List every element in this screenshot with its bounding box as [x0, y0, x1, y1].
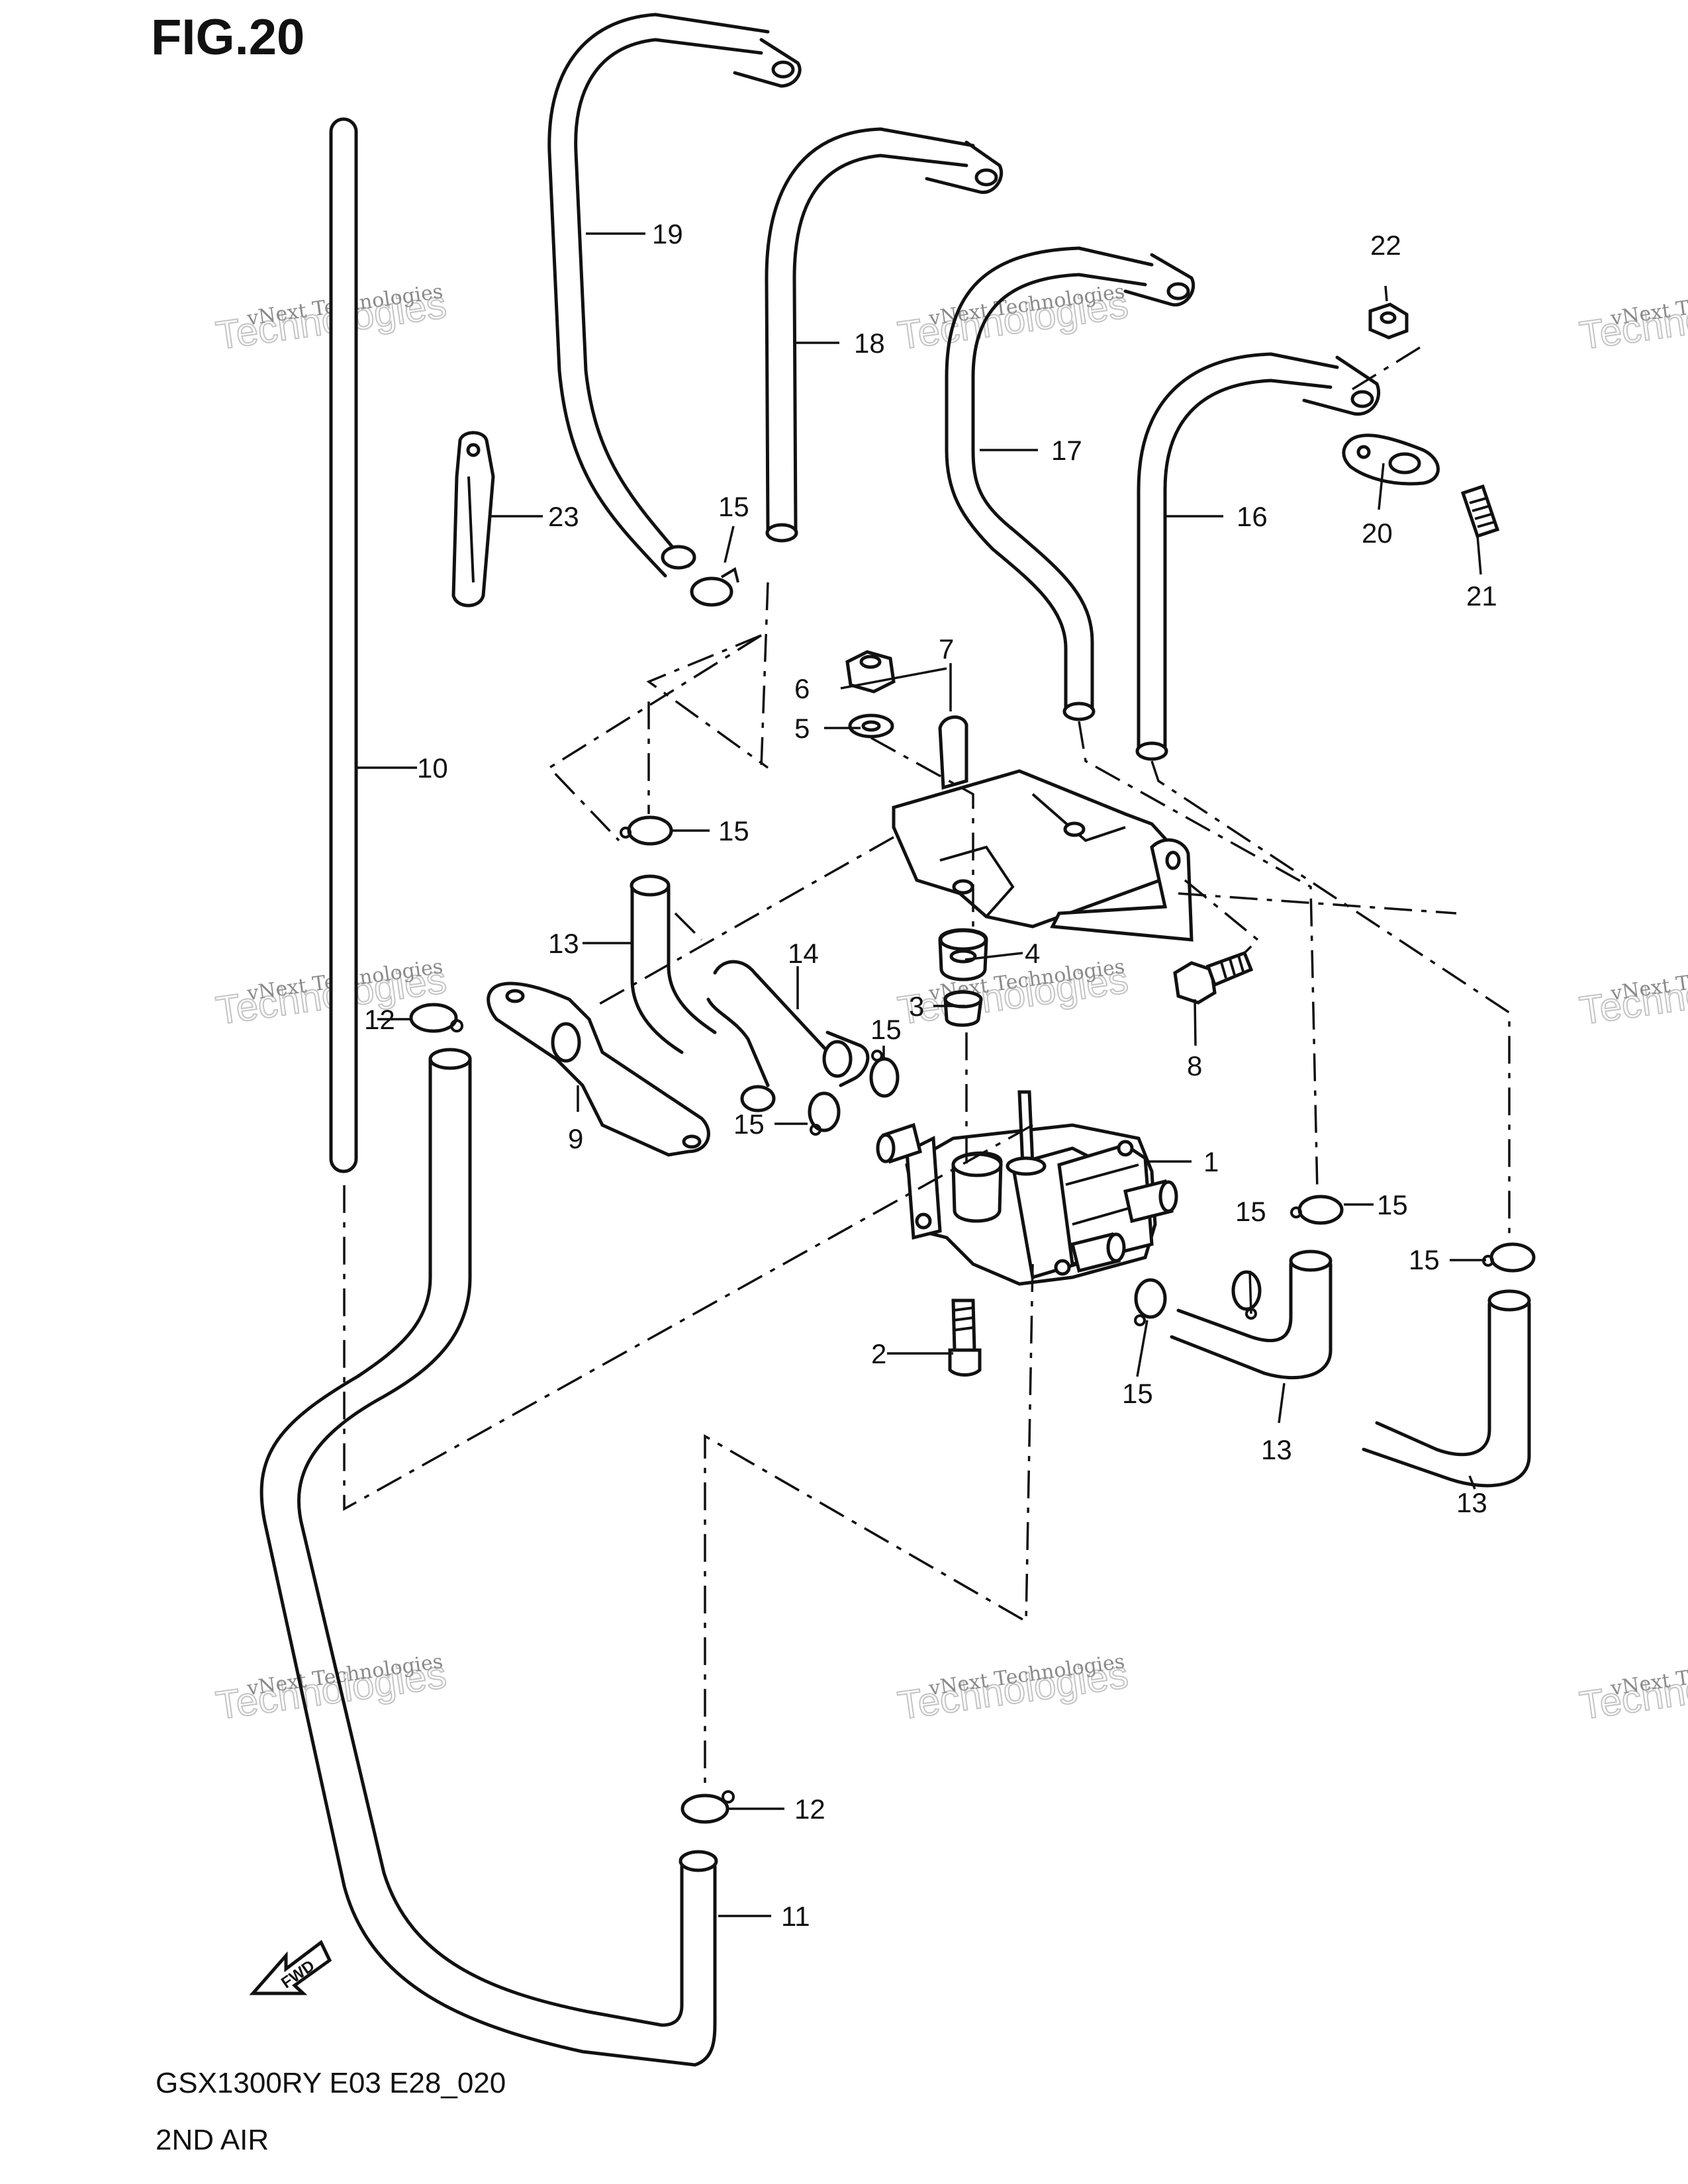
callout-13-right-b: 13 [1456, 1487, 1487, 1518]
callout-5: 5 [794, 713, 810, 744]
callout-19: 19 [652, 218, 683, 250]
part-9-bracket [487, 981, 710, 1157]
callout-15-right-c: 15 [1409, 1244, 1440, 1275]
part-5-washer [848, 713, 894, 739]
part-22-nut [1368, 302, 1409, 340]
callout-17: 17 [1051, 435, 1082, 466]
watermark-5: Technologies vNext Technologies [894, 955, 1131, 1034]
watermark-7: Technologies vNext Technologies [212, 1650, 449, 1729]
watermark-3: Technologies vNext Technologies [1576, 280, 1688, 359]
callout-16: 16 [1237, 501, 1268, 532]
clamp-15-h [1482, 1242, 1536, 1273]
callout-13-upper: 13 [548, 928, 579, 959]
part-17-hose [945, 246, 1196, 721]
callout-21: 21 [1466, 580, 1497, 612]
callout-15-right-a: 15 [1235, 1196, 1266, 1227]
callout-15-valve-left: 15 [733, 1109, 765, 1140]
clamp-15-a [690, 567, 739, 607]
figure-title: FIG.20 [151, 9, 305, 66]
part-13-hose-upper [630, 874, 717, 1054]
footer-diagram-name: 2ND AIR [156, 2124, 269, 2156]
callout-6: 6 [794, 673, 810, 704]
callout-3: 3 [909, 991, 924, 1022]
part-8-bolt [1173, 950, 1254, 1005]
clamp-15-f [1231, 1270, 1262, 1320]
clamps [409, 567, 1536, 1824]
leader-lines [357, 232, 1486, 1917]
part-14-elbow-hose [706, 960, 870, 1113]
callout-12-lower: 12 [794, 1794, 825, 1825]
clamp-12-b [680, 1790, 735, 1824]
callout-22: 22 [1370, 230, 1401, 261]
callout-2: 2 [871, 1338, 886, 1369]
callout-23: 23 [548, 501, 579, 532]
part-19-hose [547, 13, 802, 578]
callout-15-right-b: 15 [1377, 1189, 1408, 1220]
part-18-hose [765, 127, 1004, 543]
callout-4: 4 [1025, 938, 1040, 969]
callout-15-valve-bottom: 15 [1122, 1378, 1153, 1409]
callout-9: 9 [568, 1123, 583, 1154]
callout-12-upper: 12 [364, 1004, 395, 1035]
part-1-valve-assembly [876, 1090, 1178, 1286]
watermark-8: Technologies vNext Technologies [894, 1650, 1131, 1729]
callout-18: 18 [854, 328, 885, 359]
watermark-9: Technologies vNext Technologies [1576, 1650, 1688, 1729]
part-11-long-hose [259, 1048, 718, 2067]
clamp-12-a [409, 1003, 463, 1033]
part-13-hose-right-b [1362, 1289, 1531, 1488]
clamp-15-b [620, 815, 673, 846]
callout-20: 20 [1362, 518, 1393, 549]
callout-1: 1 [1203, 1146, 1219, 1177]
callout-13-right-a: 13 [1261, 1434, 1292, 1465]
callout-14: 14 [788, 938, 819, 969]
clamp-15-g [1134, 1278, 1167, 1326]
clamp-15-e [1290, 1195, 1344, 1225]
part-16-hose [1135, 352, 1381, 761]
callout-15-valve-top: 15 [870, 1014, 902, 1045]
footer-model-code: GSX1300RY E03 E28_020 [156, 2067, 506, 2099]
part-20-gasket [1342, 433, 1440, 486]
callout-labels: 19 18 17 16 22 20 21 23 15 15 7 6 5 4 3 … [364, 218, 1497, 1932]
callout-8: 8 [1187, 1050, 1202, 1081]
part-2-bolt [948, 1298, 982, 1377]
clamp-15-d [808, 1091, 841, 1136]
part-10-rod [329, 117, 358, 1173]
part-23-bracket [451, 431, 495, 608]
part-4-cap [938, 928, 988, 981]
fwd-arrow-icon: FWD [249, 1940, 332, 1995]
callout-11: 11 [781, 1901, 810, 1932]
callout-15-top: 15 [718, 491, 749, 522]
part-7-bracket-plate [892, 715, 1194, 942]
watermark-6: Technologies vNext Technologies [1576, 955, 1688, 1034]
part-3-grommet [943, 990, 983, 1027]
callout-10: 10 [417, 752, 448, 784]
part-13-hose-right-a [1170, 1250, 1333, 1379]
callout-7: 7 [939, 633, 954, 664]
assembly-lines [343, 346, 1511, 1787]
part-21-stud [1460, 484, 1500, 539]
callout-15-bracket: 15 [718, 815, 749, 846]
